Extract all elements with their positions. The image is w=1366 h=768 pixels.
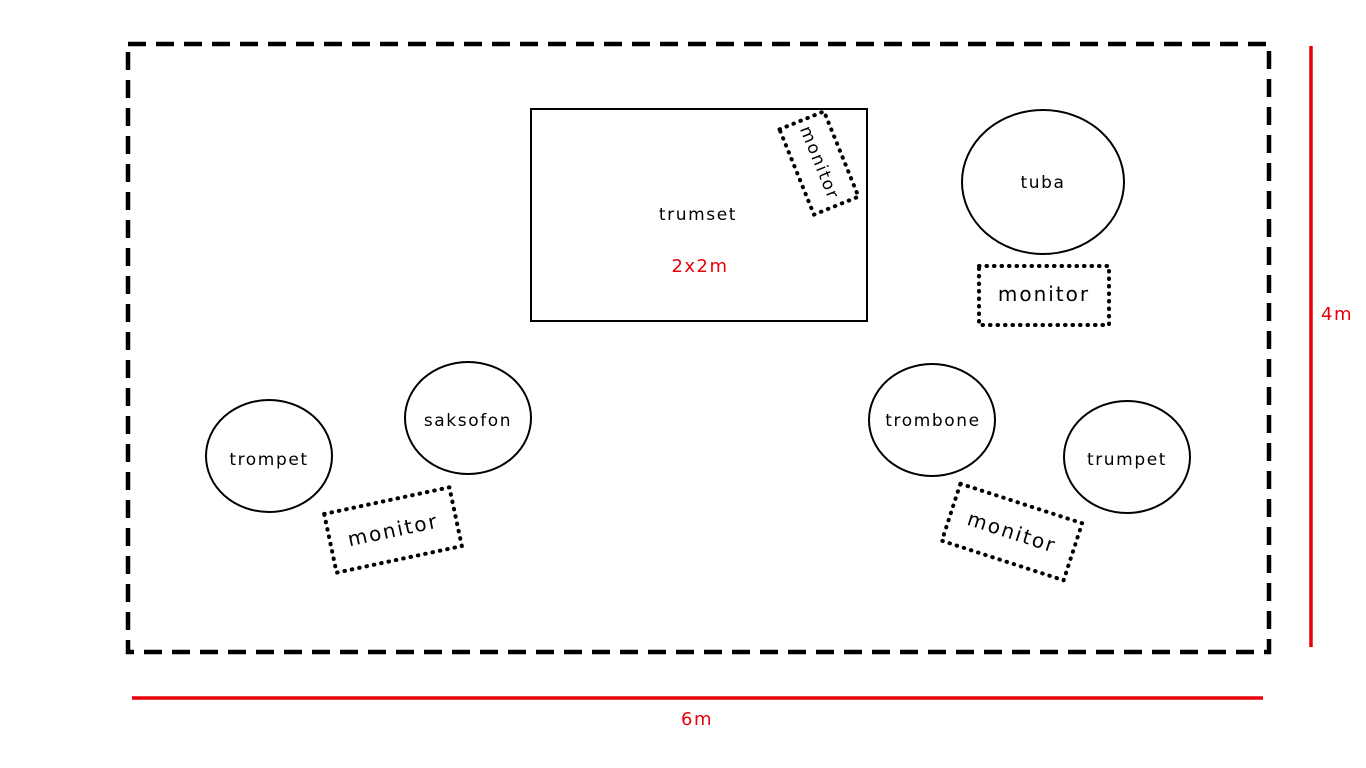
tuba-monitor-label: monitor [998,282,1090,306]
saxophone-label: saksofon [424,411,512,431]
drumset-riser [530,108,868,322]
drumset-label: trumset [659,205,737,225]
width-dimension-label: 6m [681,709,713,730]
right-monitor-box [939,481,1085,583]
trombone-circle [868,363,996,477]
tuba-circle [961,109,1125,255]
drumset-size-label: 2x2m [671,256,728,277]
trumpet-right-label: trumpet [1087,450,1167,470]
right-monitor-label: monitor [964,506,1059,557]
right-monitor: monitor [939,481,1085,583]
tuba-monitor-box [977,264,1111,327]
tuba-monitor: monitor [977,264,1111,327]
left-monitor: monitor [321,484,465,576]
drumset: trumset 2x2m [530,108,868,322]
drum-monitor-box [776,108,862,218]
trombone: trombone [868,363,996,477]
trumpet-left-label: trompet [229,450,308,470]
trumpet-right: trumpet [1063,400,1191,514]
trumpet-left: trompet [205,399,333,513]
left-monitor-label: monitor [345,509,440,552]
saxophone: saksofon [404,361,532,475]
left-monitor-box [321,484,465,576]
height-dimension-label: 4m [1321,304,1353,325]
tuba: tuba [961,109,1125,255]
tuba-label: tuba [1020,173,1065,193]
drum-monitor: monitor [776,108,862,218]
stage-boundary [125,41,1272,655]
saxophone-circle [404,361,532,475]
trumpet-left-circle [205,399,333,513]
trombone-label: trombone [885,411,980,431]
trumpet-right-circle [1063,400,1191,514]
